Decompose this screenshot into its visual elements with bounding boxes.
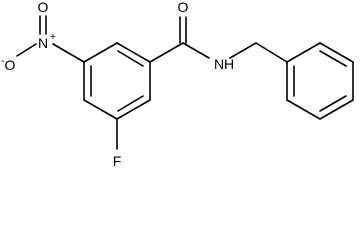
bond — [286, 42, 321, 63]
bond — [16, 43, 37, 57]
molecule-structure: O N H N + O O - F — [1, 0, 354, 169]
bond — [319, 99, 354, 120]
bond — [149, 42, 184, 63]
bond — [229, 42, 257, 59]
nitro-nitrogen-label: N — [38, 35, 48, 51]
nitro-oxygen-left-label: O — [5, 57, 16, 73]
amide-group — [149, 16, 257, 63]
nitro-oxygen-top-label: O — [38, 0, 49, 15]
double-bond-inner — [117, 95, 144, 112]
double-bond-inner — [319, 50, 347, 67]
bond — [83, 99, 118, 120]
bond — [116, 99, 151, 120]
amide-hydrogen-label: H — [224, 56, 234, 72]
double-bond-inner — [319, 95, 347, 112]
structure-canvas: O N H N + O O - F — [1, 0, 354, 169]
bond — [182, 42, 210, 59]
bond — [255, 42, 288, 63]
nitro-oxygen-charge: - — [1, 56, 4, 67]
amide-nitrogen-label: N — [214, 56, 224, 72]
fluorine-label: F — [113, 153, 122, 169]
bond — [116, 42, 151, 63]
benzyl-group — [255, 42, 354, 120]
nitro-group — [16, 15, 85, 63]
bond — [52, 43, 85, 63]
benzamide-ring — [83, 42, 151, 120]
nitro-nitrogen-charge: + — [50, 32, 56, 43]
bond — [319, 42, 354, 63]
bond — [83, 42, 118, 63]
carbonyl-oxygen-label: O — [178, 0, 189, 15]
double-bond-inner — [117, 50, 144, 67]
bond — [286, 99, 321, 120]
